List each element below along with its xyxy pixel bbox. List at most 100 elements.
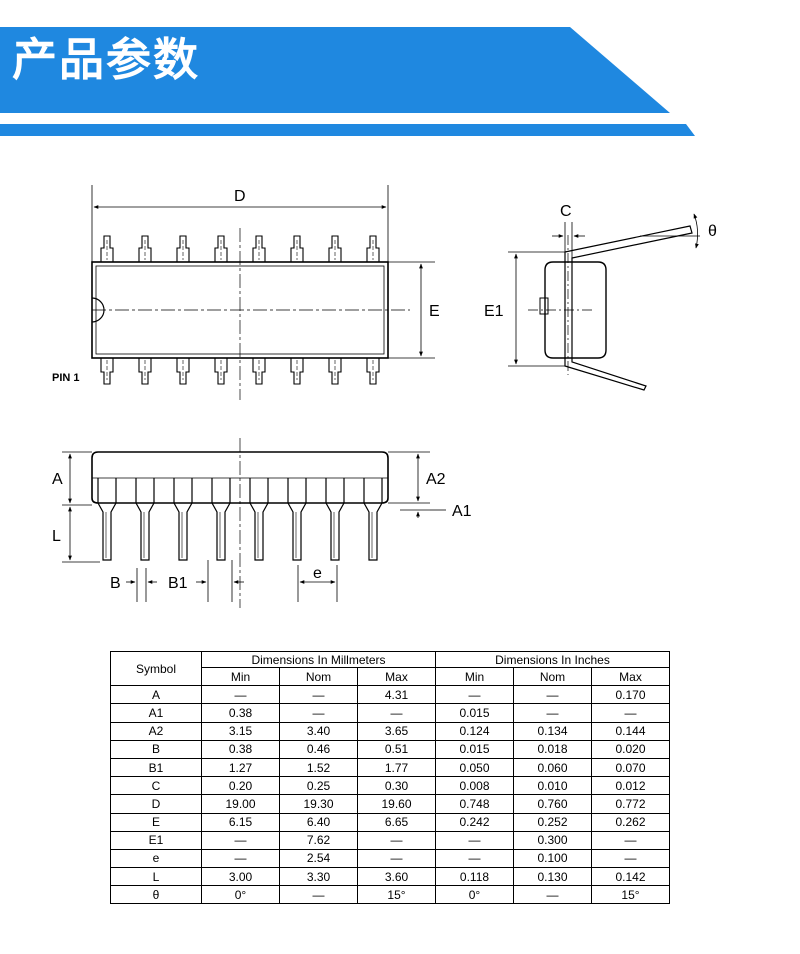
- pin: [100, 358, 114, 385]
- value-cell: —: [357, 830, 436, 850]
- col-header: Min: [201, 666, 280, 687]
- value-cell: 0.134: [513, 721, 592, 741]
- value-cell: 0.008: [435, 776, 514, 796]
- label-theta: θ: [708, 223, 717, 240]
- symbol-cell: B: [110, 739, 202, 759]
- symbol-header: Symbol: [110, 650, 202, 687]
- lead: [97, 478, 117, 561]
- value-cell: 0.060: [513, 757, 592, 778]
- label-e1: E1: [484, 303, 504, 320]
- value-cell: 0.015: [435, 703, 514, 723]
- pin: [214, 358, 228, 385]
- label-l: L: [52, 528, 61, 545]
- pin: [176, 235, 190, 262]
- pin: [214, 235, 228, 262]
- value-cell: 0.144: [591, 721, 670, 741]
- value-cell: 2.54: [279, 848, 358, 869]
- value-cell: —: [513, 885, 592, 905]
- value-cell: 0.38: [201, 739, 280, 759]
- value-cell: 0.262: [591, 812, 670, 832]
- value-cell: —: [435, 848, 514, 869]
- value-cell: —: [279, 703, 358, 723]
- value-cell: 0.30: [357, 776, 436, 796]
- value-cell: 3.65: [357, 721, 436, 741]
- label-b: B: [110, 575, 121, 592]
- value-cell: 0.300: [513, 830, 592, 850]
- value-cell: 0.012: [591, 776, 670, 796]
- value-cell: 0.38: [201, 703, 280, 723]
- lead: [363, 478, 383, 561]
- value-cell: —: [591, 848, 670, 869]
- value-cell: 19.00: [201, 794, 280, 814]
- inch-group-header: Dimensions In Inches: [435, 651, 670, 668]
- value-cell: 0°: [201, 885, 280, 905]
- symbol-cell: A1: [110, 703, 202, 723]
- value-cell: 1.52: [279, 757, 358, 778]
- banner-shape: [0, 27, 695, 136]
- value-cell: 0.242: [435, 812, 514, 832]
- value-cell: —: [201, 830, 280, 850]
- value-cell: 15°: [357, 885, 436, 905]
- label-e-pitch: e: [313, 565, 322, 582]
- value-cell: 0.100: [513, 848, 592, 869]
- top-view: [91, 185, 435, 400]
- front-leads: [97, 478, 383, 561]
- front-view: [62, 438, 446, 608]
- value-cell: 3.60: [357, 867, 436, 887]
- col-header: Nom: [279, 666, 358, 687]
- pin: [138, 235, 152, 262]
- col-header: Min: [435, 666, 514, 687]
- value-cell: 19.30: [279, 794, 358, 814]
- value-cell: 4.31: [357, 685, 436, 705]
- label-a1: A1: [452, 503, 472, 520]
- value-cell: —: [591, 830, 670, 850]
- lead: [211, 478, 231, 561]
- top-pins-upper: [100, 235, 380, 262]
- col-header: Max: [591, 666, 670, 687]
- value-cell: —: [357, 848, 436, 869]
- symbol-cell: θ: [110, 885, 202, 905]
- title-banner: 产品参数: [0, 0, 800, 140]
- value-cell: 0.070: [591, 757, 670, 778]
- value-cell: 0.010: [513, 776, 592, 796]
- value-cell: 0.142: [591, 867, 670, 887]
- value-cell: 0.050: [435, 757, 514, 778]
- value-cell: 15°: [591, 885, 670, 905]
- col-header: Max: [357, 666, 436, 687]
- value-cell: 0.46: [279, 739, 358, 759]
- symbol-cell: E1: [110, 830, 202, 850]
- symbol-cell: C: [110, 776, 202, 796]
- value-cell: 1.77: [357, 757, 436, 778]
- value-cell: —: [279, 685, 358, 705]
- pin: [366, 235, 380, 262]
- value-cell: —: [279, 885, 358, 905]
- pin: [138, 358, 152, 385]
- pin: [252, 358, 266, 385]
- value-cell: 3.15: [201, 721, 280, 741]
- label-a: A: [52, 471, 63, 488]
- value-cell: 0.130: [513, 867, 592, 887]
- value-cell: 3.00: [201, 867, 280, 887]
- value-cell: 6.40: [279, 812, 358, 832]
- value-cell: —: [201, 685, 280, 705]
- value-cell: 0°: [435, 885, 514, 905]
- value-cell: 6.65: [357, 812, 436, 832]
- value-cell: 0.748: [435, 794, 514, 814]
- symbol-cell: B1: [110, 757, 202, 778]
- pin: [328, 358, 342, 385]
- end-view: [508, 213, 700, 391]
- value-cell: 0.25: [279, 776, 358, 796]
- value-cell: 1.27: [201, 757, 280, 778]
- value-cell: 0.760: [513, 794, 592, 814]
- symbol-cell: e: [110, 848, 202, 869]
- mm-group-header: Dimensions In Millmeters: [201, 651, 436, 668]
- lead: [135, 478, 155, 561]
- pin: [328, 235, 342, 262]
